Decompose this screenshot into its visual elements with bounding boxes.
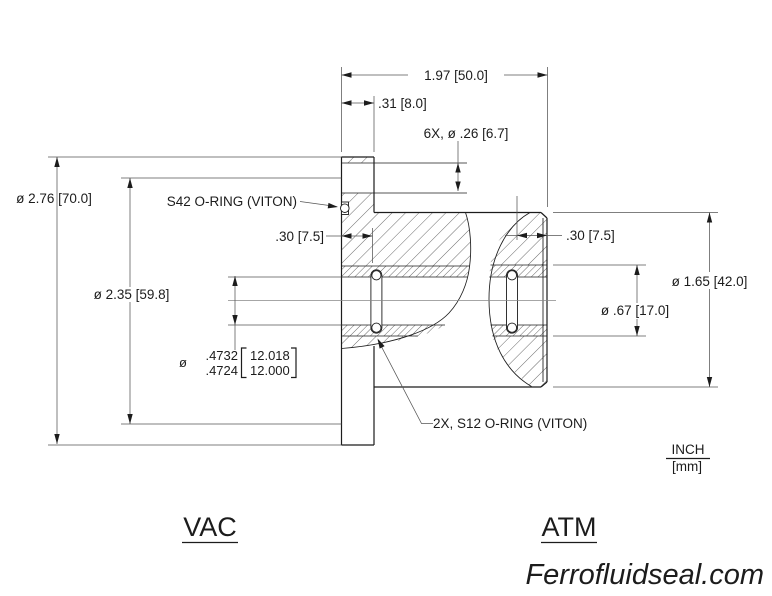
dim-flange-thickness: .31 [8.0] [378,96,427,111]
atm-break-section [488,212,547,387]
label-atm-side: ATM [542,512,597,542]
dim-bore-dia: ø .67 [17.0] [601,303,669,318]
dimension-arrows [54,72,713,444]
dim-bolt-circle: ø 2.35 [59.8] [94,287,170,302]
oring-groove-vac [370,269,383,334]
extension-lines [48,67,718,446]
dim-overall-length: 1.97 [50.0] [424,68,488,83]
units-note: INCH [mm] [666,442,710,474]
dim-shaft-bore-tolerance: ø .4732 .4724 12.018 12.000 [179,347,297,379]
shaft-bore-inch-upper: .4732 [205,348,238,363]
callout-shaft-orings: 2X, S12 O-RING (VITON) [433,416,587,431]
shaft-bore-mm-lower: 12.000 [250,363,290,378]
units-secondary: [mm] [672,459,702,474]
body-outline [374,211,548,388]
shaft-bore-inch-lower: .4724 [205,363,238,378]
callout-face-oring: S42 O-RING (VITON) [167,194,297,209]
brand-wordmark: Ferrofluidseal.com [525,559,764,591]
dim-bolt-holes: 6X, ø .26 [6.7] [424,126,509,141]
face-oring-cross-section [340,203,350,213]
face-oring-groove [340,201,350,215]
oring-groove-atm [506,269,518,334]
dim-oring-depth-vac: .30 [7.5] [275,229,324,244]
shaft-bore-symbol: ø [179,355,187,370]
label-vac-side: VAC [183,512,237,542]
dim-oring-depth-atm: .30 [7.5] [566,228,615,243]
bracket-open [240,347,247,379]
dim-flange-od: ø 2.76 [70.0] [16,191,92,206]
label-backgrounds [85,66,758,319]
units-primary: INCH [672,442,705,457]
dim-body-od: ø 1.65 [42.0] [672,274,748,289]
bracket-close [291,347,297,379]
vac-break-section [341,212,472,349]
shaft-bore-mm-upper: 12.018 [250,348,290,363]
